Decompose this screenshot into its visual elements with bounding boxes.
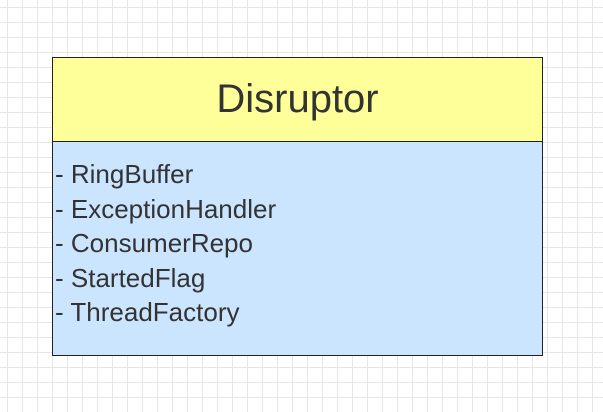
- attribute-exception-handler: - ExceptionHandler: [55, 193, 277, 224]
- class-header: Disruptor: [53, 58, 542, 142]
- uml-class-box[interactable]: Disruptor - RingBuffer - ExceptionHandle…: [52, 57, 543, 356]
- class-name: Disruptor: [216, 76, 379, 121]
- attribute-ring-buffer: - RingBuffer: [55, 159, 194, 189]
- attribute-started-flag: - StartedFlag: [55, 262, 206, 293]
- class-attributes: - RingBuffer - ExceptionHandler - Consum…: [53, 142, 542, 355]
- attribute-thread-factory: - ThreadFactory: [55, 297, 240, 327]
- attribute-consumer-repo: - ConsumerRepo: [55, 228, 253, 258]
